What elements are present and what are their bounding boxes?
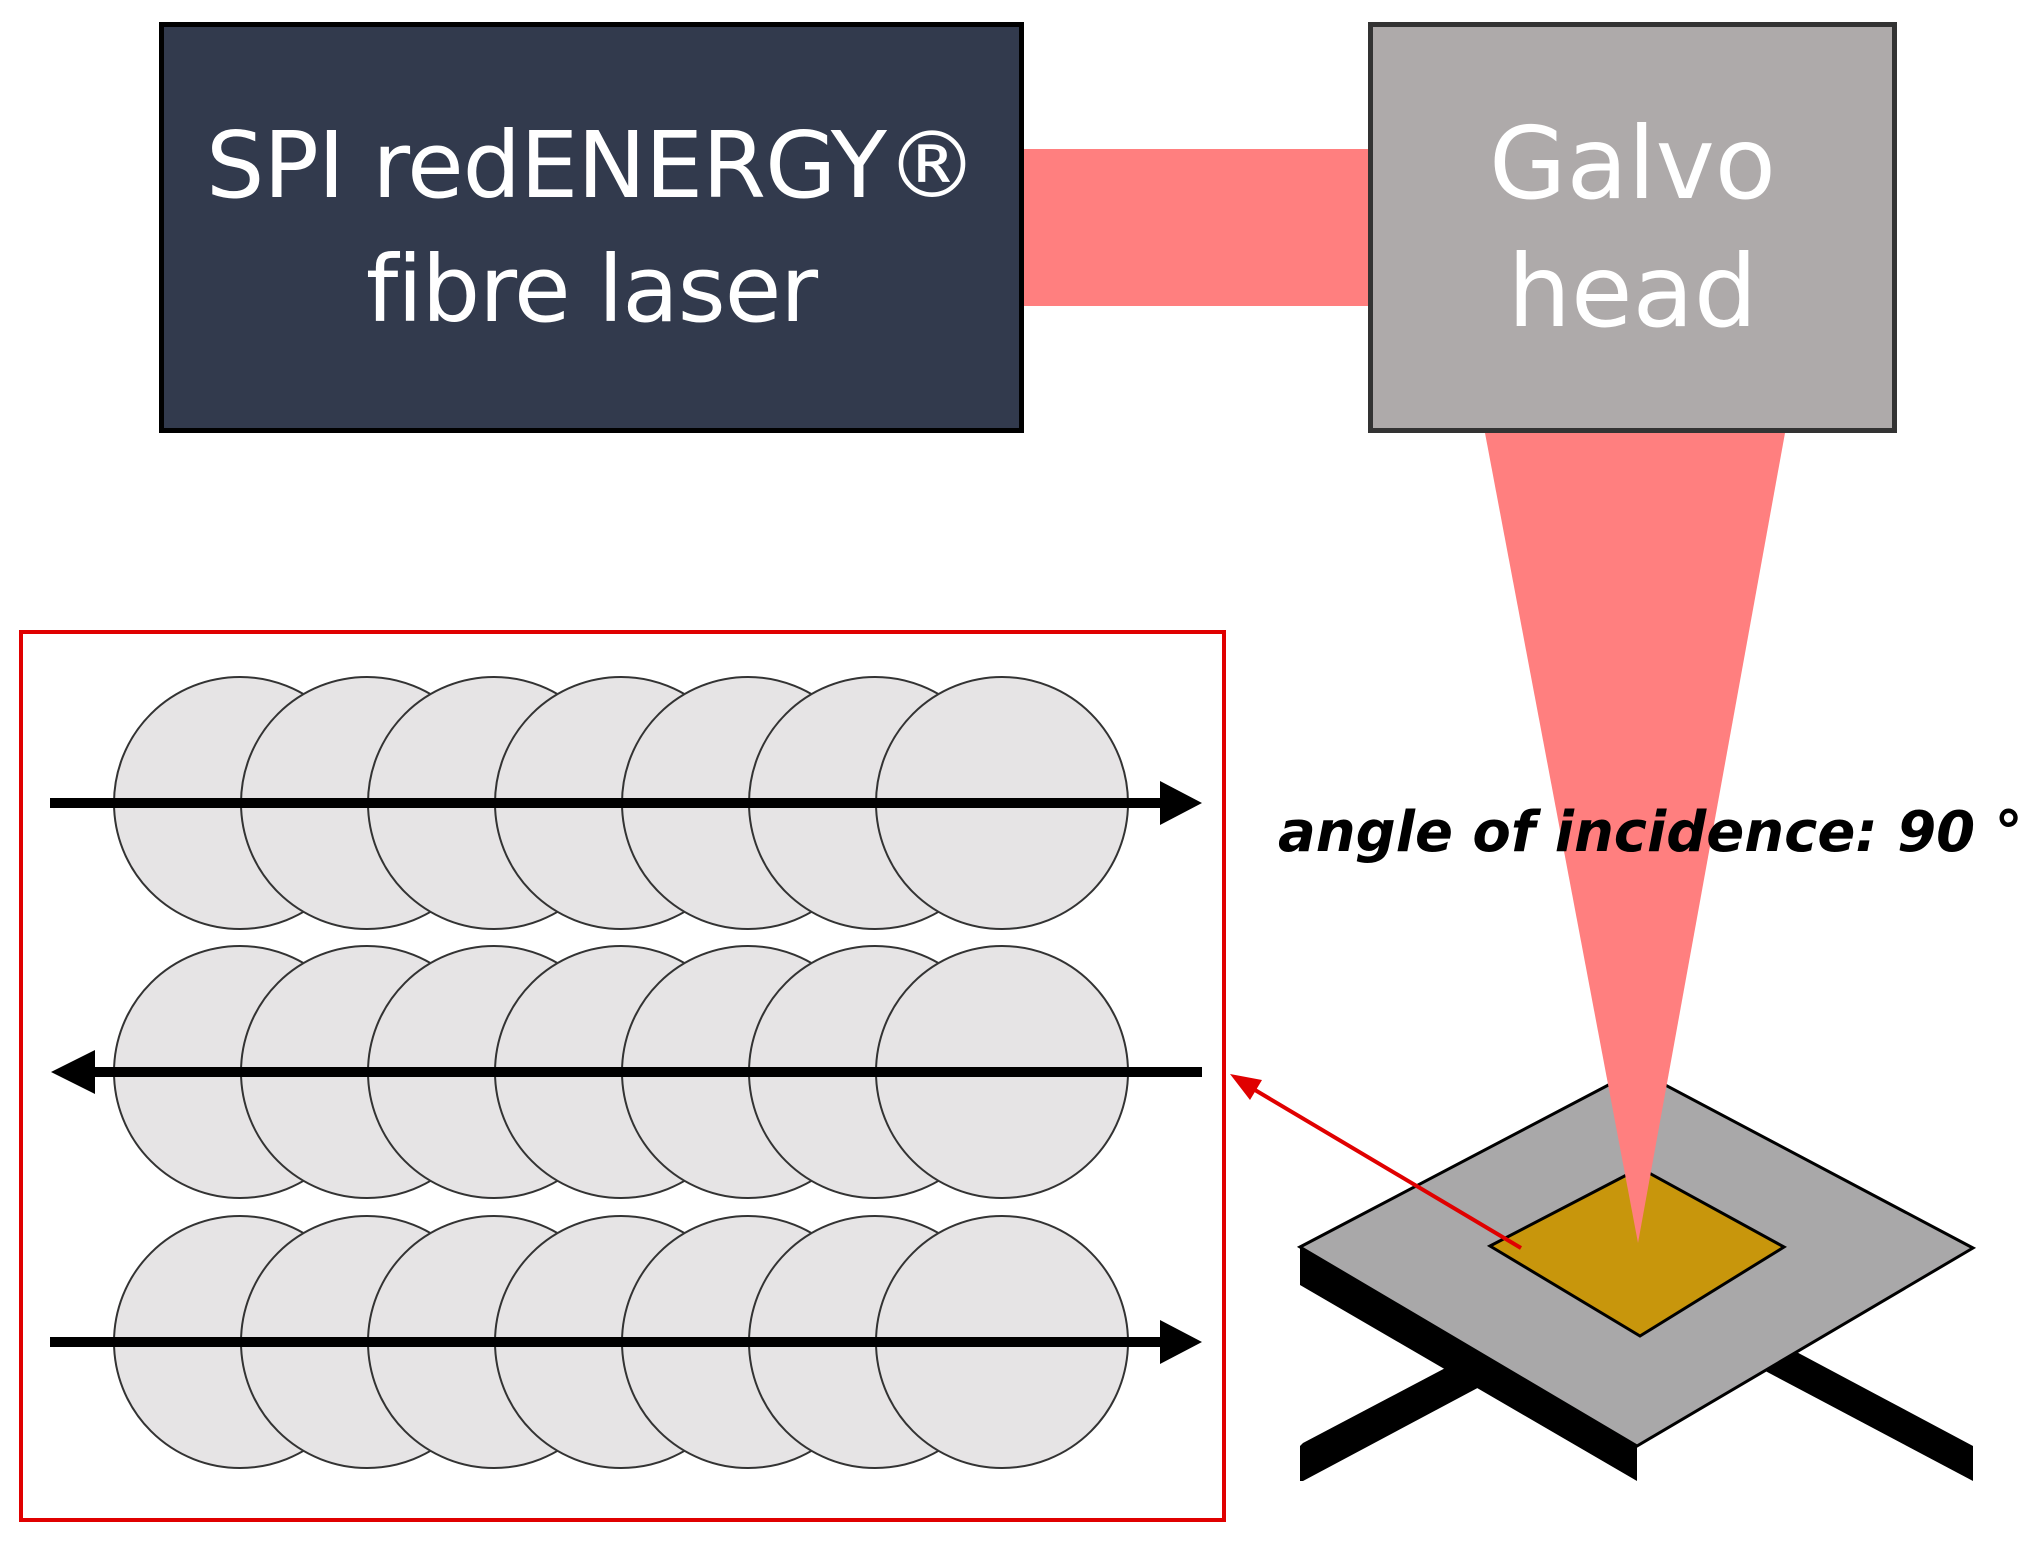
beam-horizontal	[1024, 149, 1370, 306]
scan-inset-frame	[19, 630, 1226, 1522]
laser-label-line1: SPI redENERGY®	[206, 111, 978, 219]
arrow-right-icon	[1160, 781, 1202, 825]
fibre-laser-box: SPI redENERGY® fibre laser	[159, 22, 1024, 433]
laser-label-line2: fibre laser	[365, 235, 818, 343]
arrow-right-icon	[1160, 1320, 1202, 1364]
galvo-label-line2: head	[1507, 232, 1758, 350]
sample-side-right	[1300, 1247, 1637, 1481]
angle-of-incidence-label: angle of incidence: 90 °	[1278, 800, 2023, 865]
beam-cone	[1485, 433, 1785, 1243]
galvo-head-box: Galvo head	[1368, 22, 1897, 433]
arrow-left-icon	[51, 1050, 95, 1094]
inset-pointer-line	[1253, 1088, 1523, 1250]
sample-block	[1296, 1068, 1977, 1481]
inset-pointer-arrowhead	[1230, 1074, 1262, 1100]
galvo-label-line1: Galvo	[1489, 104, 1776, 222]
sample-target-area	[1486, 1166, 1787, 1338]
scan-arrows	[50, 781, 1202, 1364]
